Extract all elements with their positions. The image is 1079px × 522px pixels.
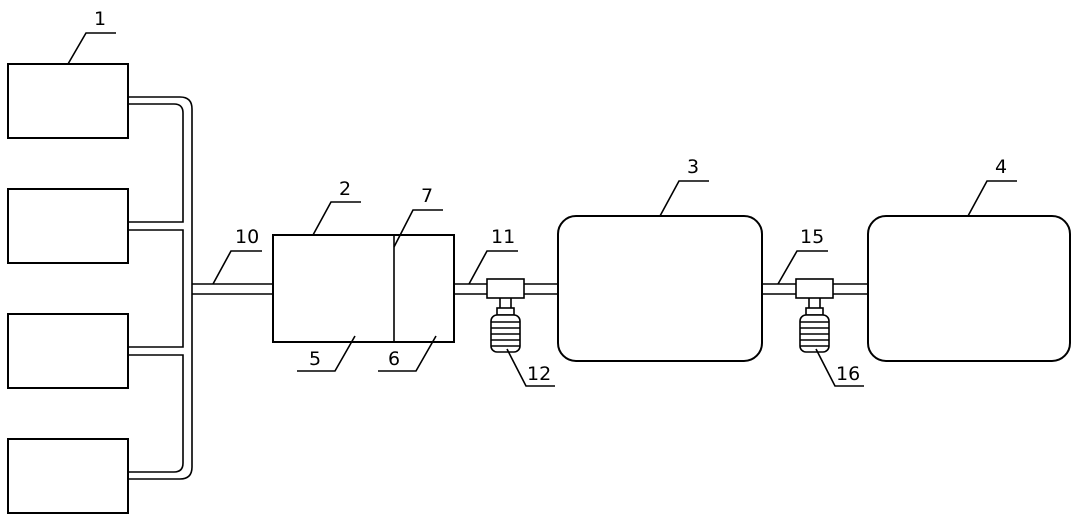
leader-11 bbox=[468, 250, 518, 285]
tank-4 bbox=[867, 215, 1071, 362]
label-15: 15 bbox=[800, 226, 824, 248]
leader-3 bbox=[659, 180, 709, 217]
source-unit-4 bbox=[7, 438, 129, 514]
label-11: 11 bbox=[491, 226, 515, 248]
leader-2 bbox=[312, 201, 361, 236]
source-unit-3 bbox=[7, 313, 129, 389]
label-16: 16 bbox=[836, 363, 860, 385]
unit-2-body bbox=[272, 234, 455, 343]
label-10: 10 bbox=[235, 226, 259, 248]
manifold-inner-line-1 bbox=[128, 103, 184, 223]
source-unit-1 bbox=[7, 63, 129, 139]
pump-12-tee bbox=[486, 278, 525, 299]
manifold-inner-line-3 bbox=[128, 354, 184, 473]
manifold-pipe bbox=[128, 96, 193, 480]
pump-12-coupling bbox=[496, 307, 515, 316]
source-unit-2 bbox=[7, 188, 129, 264]
manifold-inner-line-2 bbox=[128, 229, 184, 348]
pipe-11 bbox=[454, 283, 558, 295]
leader-7 bbox=[393, 209, 443, 248]
leader-6 bbox=[378, 335, 437, 372]
leader-1 bbox=[67, 32, 116, 65]
label-6: 6 bbox=[388, 348, 400, 370]
leader-5 bbox=[297, 335, 356, 372]
reference-labels: 1 2 7 10 11 3 15 4 5 6 12 16 bbox=[94, 8, 1007, 385]
label-3: 3 bbox=[687, 156, 699, 178]
label-1: 1 bbox=[94, 8, 106, 30]
unit-2 bbox=[272, 234, 455, 343]
leader-lines bbox=[67, 32, 1017, 387]
pump-16-tee bbox=[795, 278, 834, 299]
leader-12 bbox=[506, 348, 555, 387]
pipe-10 bbox=[192, 283, 273, 295]
label-4: 4 bbox=[995, 156, 1007, 178]
leader-4 bbox=[967, 180, 1017, 217]
leader-10 bbox=[212, 250, 262, 285]
pump-16-coupling bbox=[805, 307, 824, 316]
pump-16 bbox=[795, 278, 834, 353]
label-2: 2 bbox=[339, 178, 351, 200]
label-7: 7 bbox=[421, 185, 433, 207]
label-12: 12 bbox=[527, 363, 551, 385]
label-5: 5 bbox=[309, 348, 321, 370]
pipe-15 bbox=[762, 283, 868, 295]
leader-15 bbox=[777, 250, 828, 285]
manifold-outer-line bbox=[128, 96, 193, 480]
tank-3 bbox=[557, 215, 763, 362]
leader-16 bbox=[815, 348, 864, 387]
source-unit-group bbox=[7, 63, 129, 514]
pump-12 bbox=[486, 278, 525, 353]
